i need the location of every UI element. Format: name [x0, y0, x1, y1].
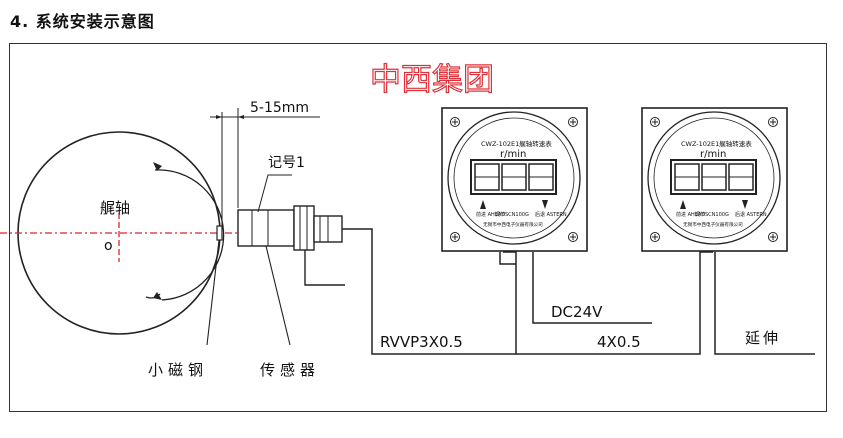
meter-2-maker: 无锡市中西电子仪器有限公司 [683, 221, 743, 228]
sensor-leader [265, 245, 291, 346]
section-heading: 4. 系统安装示意图 [10, 12, 155, 31]
cable-rvvp-label: RVVP3X0.5 [380, 333, 463, 351]
screw-icon [450, 232, 460, 242]
astern-arrow-icon [742, 200, 748, 209]
meter-2-right-label: 后退 ASTERN [735, 211, 767, 218]
screw-icon [568, 232, 578, 242]
meter-2-left-label: 前进 AHEAD [676, 211, 705, 218]
meter-1-mid-label: 调节SCN100G [495, 211, 529, 218]
gap-label: 5-15mm [250, 100, 309, 116]
shaft-label: 艉轴 [100, 199, 130, 217]
cable-rvvp [342, 228, 517, 355]
extension-line [714, 252, 815, 355]
magnet-label: 小磁钢 [148, 361, 208, 379]
sensor-label: 传感器 [260, 361, 320, 379]
screw-icon [450, 117, 460, 127]
screw-icon [650, 117, 660, 127]
rotation-arrowhead-top [153, 162, 162, 171]
ahead-arrow-icon [680, 200, 686, 209]
screw-icon [768, 232, 778, 242]
diagram-frame [9, 43, 827, 412]
magnet-block [216, 225, 223, 241]
sensor-nut [293, 205, 315, 251]
meter-2-unit: r/min [700, 149, 726, 160]
meter-1-unit: r/min [500, 149, 526, 160]
center-label: o [104, 238, 113, 254]
ahead-arrow-icon [480, 200, 486, 209]
magnet-leader [206, 239, 220, 346]
meter-2: CWZ-102E1艉轴转速表 r/min 前进 AHEAD 调节SCN100G … [641, 107, 788, 252]
power-line [532, 252, 652, 324]
meter-1-left-label: 前进 AHEAD [476, 211, 505, 218]
sensor-bracket [304, 250, 345, 286]
power-label: DC24V [551, 303, 603, 321]
extend-label: 延伸 [745, 329, 781, 347]
rotation-arrowhead-bottom [145, 293, 161, 299]
screw-icon [768, 117, 778, 127]
meter-1-right-label: 后退 ASTERN [535, 211, 567, 218]
screw-icon [568, 117, 578, 127]
meter-1: CWZ-102E1艉轴转速表 r/min 前进 AHEAD 调节SCN100G … [441, 107, 588, 252]
cable-4x05 [516, 251, 713, 355]
astern-arrow-icon [542, 200, 548, 209]
meter-1-maker: 无锡市中西电子仪器有限公司 [483, 221, 543, 228]
meter-2-mid-label: 调节SCN100G [695, 211, 729, 218]
mark-label: 记号1 [268, 155, 305, 171]
screw-icon [650, 232, 660, 242]
cable-4x05-label: 4X0.5 [597, 333, 641, 351]
watermark-text: 中西集团 [370, 62, 494, 98]
meter-2-model: CWZ-102E1艉轴转速表 [681, 139, 752, 148]
sensor-body [237, 209, 295, 247]
meter-1-model: CWZ-102E1艉轴转速表 [481, 139, 552, 148]
rotation-arc-right [154, 169, 225, 301]
mark-leader [257, 174, 292, 213]
